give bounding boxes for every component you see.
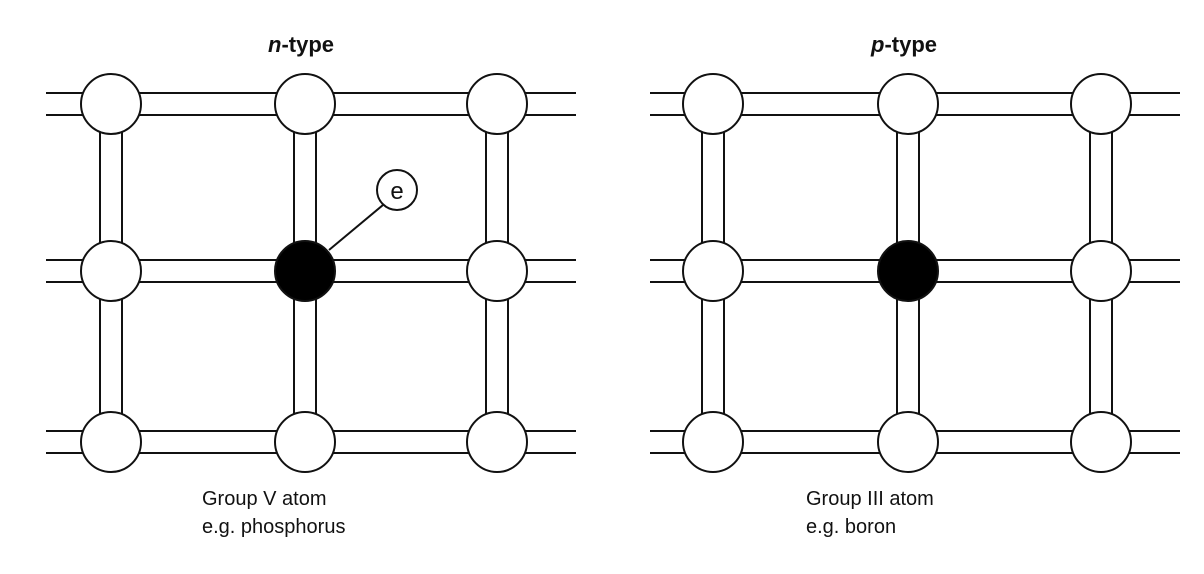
n-type-title-rest: -type <box>281 32 334 57</box>
extra-electron-label: e <box>390 178 403 205</box>
extra-electron-circle <box>376 169 418 211</box>
dopant-atom <box>877 240 939 302</box>
lattice-atom <box>1070 411 1132 473</box>
p-type-title-italic: p <box>870 32 884 57</box>
lattice-atom <box>80 73 142 135</box>
p-type-title: p-type <box>870 32 937 57</box>
lattice-atom <box>682 240 744 302</box>
lattice-atom <box>80 411 142 473</box>
p-type-caption-line1: Group III atom <box>806 488 934 510</box>
n-type-panel: e n-type Group V atom e.g. phosphorus <box>46 32 576 538</box>
lattice-atom <box>1070 73 1132 135</box>
dopant-atom <box>274 240 336 302</box>
lattice-atom <box>274 411 336 473</box>
lattice-atom <box>466 411 528 473</box>
n-type-caption-line2: e.g. phosphorus <box>202 516 345 538</box>
lattice-atom <box>682 411 744 473</box>
extra-electron-pointer <box>328 204 384 251</box>
lattice-atom <box>466 73 528 135</box>
lattice-atom <box>877 411 939 473</box>
n-type-caption-line1: Group V atom <box>202 488 327 510</box>
n-type-title: n-type <box>268 32 334 57</box>
p-type-caption-line2: e.g. boron <box>806 516 896 538</box>
lattice-atom <box>80 240 142 302</box>
lattice-atom <box>466 240 528 302</box>
p-type-title-rest: -type <box>884 32 937 57</box>
p-type-panel: p-type Group III atom e.g. boron <box>650 32 1180 538</box>
lattice-atom <box>877 73 939 135</box>
n-type-title-italic: n <box>268 32 281 57</box>
lattice-atom <box>274 73 336 135</box>
lattice-atom <box>1070 240 1132 302</box>
lattice-atom <box>682 73 744 135</box>
n-type-atoms <box>80 73 528 473</box>
p-type-atoms <box>682 73 1132 473</box>
